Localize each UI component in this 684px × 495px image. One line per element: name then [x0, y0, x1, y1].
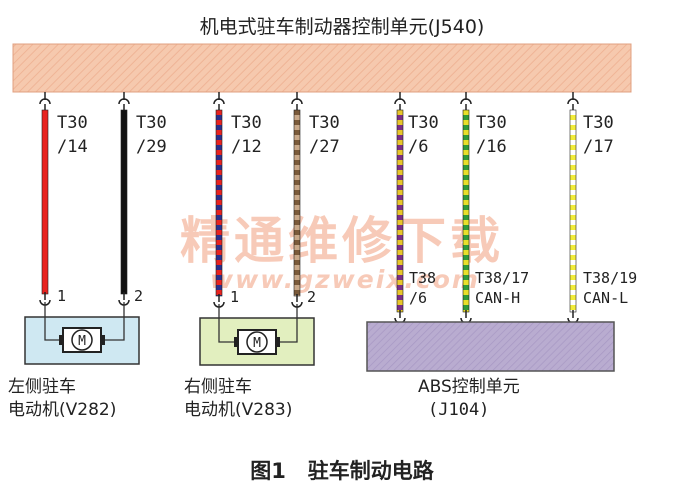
wire-t30-17: T30/17	[567, 92, 614, 324]
wires-group: T30/14T30/29T30/12T30/27T30/6T30/16T30/1…	[39, 92, 614, 324]
wire-t30-14: T30/14	[39, 92, 88, 306]
motor-right-lead-a	[218, 304, 234, 343]
abs-j104-box	[366, 321, 615, 372]
motor-right-shaft-left	[234, 337, 238, 347]
abs-label-2: (J104)	[428, 400, 489, 420]
motor-left-lead-b	[105, 302, 125, 341]
motor-right-pin-b: 2	[307, 288, 316, 306]
abs-label-1: ABS控制单元	[418, 377, 520, 397]
pin-label-t30-6-line1: T30	[408, 113, 439, 133]
wire-t30-16-bottom-terminal	[460, 310, 472, 324]
wire-t30-12: T30/12	[213, 92, 262, 308]
wire-t30-29: T30/29	[118, 92, 167, 306]
pin-label-t30-6-line2: /6	[408, 137, 428, 157]
ecu-title: 机电式驻车制动器控制单元(J540)	[200, 16, 485, 38]
motor-left-pin-b: 2	[134, 287, 143, 305]
motor-right-label-1: 右侧驻车	[184, 377, 252, 397]
abs-pin-t38-6-line2: /6	[409, 289, 427, 307]
pin-label-t30-17-line2: /17	[583, 137, 614, 157]
pin-label-t30-16-line2: /16	[476, 137, 507, 157]
abs-pin-can-l: CAN-L	[583, 289, 628, 307]
pin-label-t30-29-line2: /29	[136, 137, 167, 157]
watermark-url: www.gzweix.com	[210, 265, 480, 294]
motor-right-symbol-circle	[246, 331, 268, 353]
watermark-cn: 精通维修下载	[180, 212, 504, 270]
figure-caption: 图1 驻车制动电路	[250, 459, 435, 483]
motor-left-label-1: 左侧驻车	[8, 377, 76, 397]
wire-t30-17-bottom-terminal	[567, 310, 579, 324]
pin-label-t30-27-line2: /27	[309, 137, 340, 157]
motor-left-lead-a	[44, 302, 59, 341]
pin-label-t30-16-line1: T30	[476, 113, 507, 133]
motor-left-shaft-left	[59, 335, 63, 345]
motor-left-label-2: 电动机(V282)	[8, 400, 116, 420]
motor-left-shaft-right	[101, 335, 105, 345]
ecu-j540-box	[12, 43, 632, 93]
pin-label-t30-29-line1: T30	[136, 113, 167, 133]
abs-pin-t38-17-line1: T38/17	[475, 269, 529, 287]
abs-pin-can-h: CAN-H	[475, 289, 520, 307]
motor-left-symbol: M	[78, 334, 86, 349]
pin-label-t30-12-line1: T30	[231, 113, 262, 133]
motor-right-pin-a: 1	[230, 288, 239, 306]
wire-t30-16: T30/16	[460, 92, 507, 324]
wire-t30-6-bottom-terminal	[394, 310, 406, 324]
motor-left-pin-a: 1	[57, 287, 66, 305]
pin-label-t30-17-line1: T30	[583, 113, 614, 133]
pin-label-t30-14-line1: T30	[57, 113, 88, 133]
motor-right-label-2: 电动机(V283)	[184, 400, 292, 420]
pin-label-t30-27-line1: T30	[309, 113, 340, 133]
motor-left-symbol-circle	[71, 329, 93, 351]
wire-t30-27: T30/27	[291, 92, 340, 308]
abs-pin-t38-6-line1: T38	[409, 269, 436, 287]
motor-right-lead-b	[280, 304, 298, 343]
pin-label-t30-14-line2: /14	[57, 137, 88, 157]
motor-right-symbol: M	[253, 336, 261, 351]
motor-right-shaft-right	[276, 337, 280, 347]
pin-label-t30-12-line2: /12	[231, 137, 262, 157]
abs-pin-t38-19-line1: T38/19	[583, 269, 637, 287]
wire-t30-6: T30/6	[394, 92, 439, 324]
